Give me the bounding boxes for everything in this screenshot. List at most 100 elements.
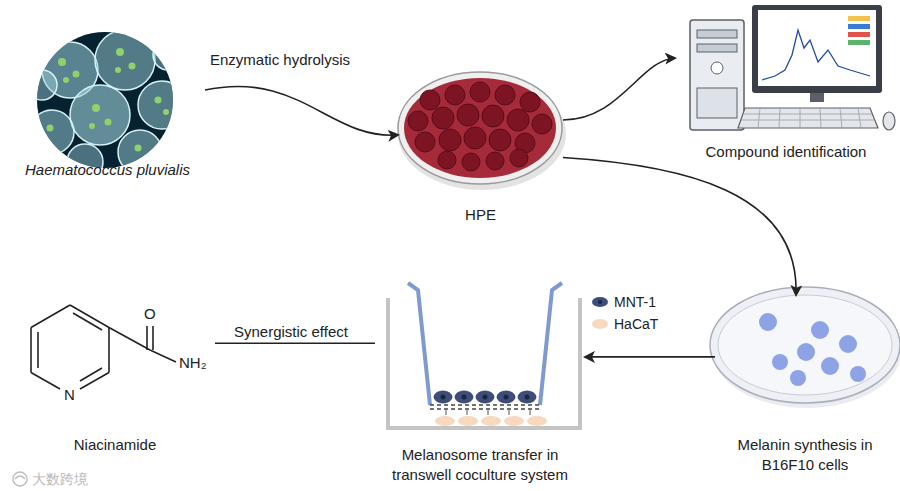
computer-illustration-part <box>848 32 870 37</box>
computer-illustration-part-part <box>800 108 801 128</box>
computer-illustration-part-part <box>741 120 875 121</box>
computer-illustration-part <box>810 93 824 102</box>
flow-arrow <box>563 58 675 120</box>
computer-illustration-part-part <box>820 108 821 128</box>
algae-micrograph-part-part <box>116 48 124 56</box>
transwell-illustration-part-part <box>458 416 478 426</box>
hpe-petri-dish-part <box>398 72 562 184</box>
algae-micrograph-part-part <box>89 123 95 129</box>
algae-micrograph-part-part <box>163 109 169 115</box>
hpe-petri-dish-part-part <box>470 82 490 102</box>
transwell-illustration-part-part <box>518 391 536 403</box>
step-caption: Melanosome transfer in transwell cocultu… <box>375 445 585 485</box>
b16f10-petri-dish-part-part <box>772 354 788 370</box>
hpe-petri-dish-part-part <box>507 109 529 131</box>
hpe-petri-dish-part-part <box>415 132 435 152</box>
hpe-petri-dish-part <box>408 82 552 171</box>
algae-micrograph-part-part <box>155 97 162 104</box>
computer-illustration-part-part <box>779 108 780 128</box>
computer-illustration-part <box>738 108 878 128</box>
transwell-illustration <box>388 283 580 428</box>
computer-illustration-part <box>690 20 744 130</box>
computer-illustration-part-part <box>743 114 872 115</box>
legend-text: MNT-1 <box>614 293 656 311</box>
niacinamide-structure-part <box>108 328 110 373</box>
step-caption: HPE <box>461 205 500 225</box>
transwell-illustration-part <box>408 283 430 405</box>
step-caption: Melanin synthesis in B16F10 cells <box>715 435 895 475</box>
transwell-illustration-part <box>441 395 530 400</box>
algae-micrograph-part-part <box>63 77 69 83</box>
computer-illustration-part <box>697 30 737 38</box>
hpe-petri-dish-part-part <box>445 85 465 105</box>
legend-entry: HaCaT <box>592 315 658 333</box>
hpe-petri-dish-part-part <box>532 114 552 134</box>
computer-illustration-part <box>741 108 875 128</box>
algae-micrograph-part-part <box>105 119 112 126</box>
computer-illustration-part-part <box>840 108 842 128</box>
niacinamide-structure-part <box>37 332 39 368</box>
algae-micrograph-part-part <box>70 85 130 145</box>
legend-swatch-nucleus <box>598 300 602 304</box>
atom-label: N <box>64 387 75 403</box>
transwell-illustration-part-part <box>434 391 452 403</box>
niacinamide-structure-part <box>30 328 32 373</box>
transwell-illustration-part-part <box>446 410 447 415</box>
algae-micrograph-part-part <box>30 110 74 154</box>
transwell-illustration-part-part <box>530 410 531 415</box>
hpe-petri-dish-part <box>404 78 556 178</box>
watermark: 大数跨境 <box>32 471 88 487</box>
hpe-petri-dish-part-part <box>486 152 504 170</box>
algae-micrograph-part-part <box>47 125 54 132</box>
algae-micrograph-part-part <box>138 81 186 129</box>
illustrated-step: Melanin synthesis in B16F10 cells <box>715 295 895 475</box>
transwell-illustration-part <box>435 416 547 426</box>
niacinamide-structure-part <box>31 305 70 328</box>
niacinamide-structure <box>31 305 176 389</box>
computer-illustration-part <box>762 30 870 80</box>
b16f10-petri-dish-part-part <box>839 335 857 353</box>
algae-micrograph-part-part <box>129 63 136 70</box>
algae-micrograph-part-part <box>73 71 80 78</box>
transwell-illustration-part-part <box>525 395 530 400</box>
computer-illustration-part <box>697 88 737 118</box>
b16f10-petri-dish-part-part <box>850 366 866 382</box>
computer-illustration-part <box>697 44 737 52</box>
computer-illustration-part <box>848 16 870 21</box>
computer-illustration-part <box>848 40 870 45</box>
transwell-illustration-part <box>388 298 580 428</box>
niacinamide-structure-part <box>152 326 154 350</box>
algae-micrograph-part-part <box>92 104 100 112</box>
hpe-petri-dish-part-part <box>464 127 486 149</box>
algae-micrograph-part-part <box>153 40 183 70</box>
hpe-petri-dish-part-part <box>438 151 456 169</box>
algae-micrograph-part-part <box>58 58 66 66</box>
algae-micrograph-part-part <box>115 67 121 73</box>
transwell-illustration-part-part <box>467 410 468 415</box>
computer-illustration-part-part <box>758 108 760 128</box>
niacinamide-structure-part <box>146 326 148 350</box>
watermark-logo <box>13 472 27 486</box>
hpe-petri-dish-part-part <box>408 111 428 131</box>
hpe-petri-dish-part-part <box>457 104 479 126</box>
hpe-petri-dish-part-part <box>482 105 504 127</box>
atom-label: NH₂ <box>179 355 207 371</box>
b16f10-petri-dish-part-part <box>811 321 829 339</box>
watermark-logo-part <box>15 476 25 479</box>
transwell-illustration-part <box>430 408 540 410</box>
algae-micrograph-part-part <box>135 145 142 152</box>
transwell-illustration-part-part <box>435 416 455 426</box>
transwell-illustration-part-part <box>462 395 467 400</box>
computer-illustration <box>690 5 895 130</box>
b16f10-petri-dish <box>710 287 900 408</box>
b16f10-petri-dish-part-part <box>821 357 839 375</box>
b16f10-petri-dish-part-part <box>759 313 777 331</box>
flow-arrow <box>205 86 398 135</box>
transwell-illustration-part-part <box>476 391 494 403</box>
niacinamide-structure-part <box>31 373 60 390</box>
b16f10-petri-dish-part-part <box>790 370 806 386</box>
atom-label: O <box>144 306 156 322</box>
transwell-illustration-part-part <box>504 395 509 400</box>
